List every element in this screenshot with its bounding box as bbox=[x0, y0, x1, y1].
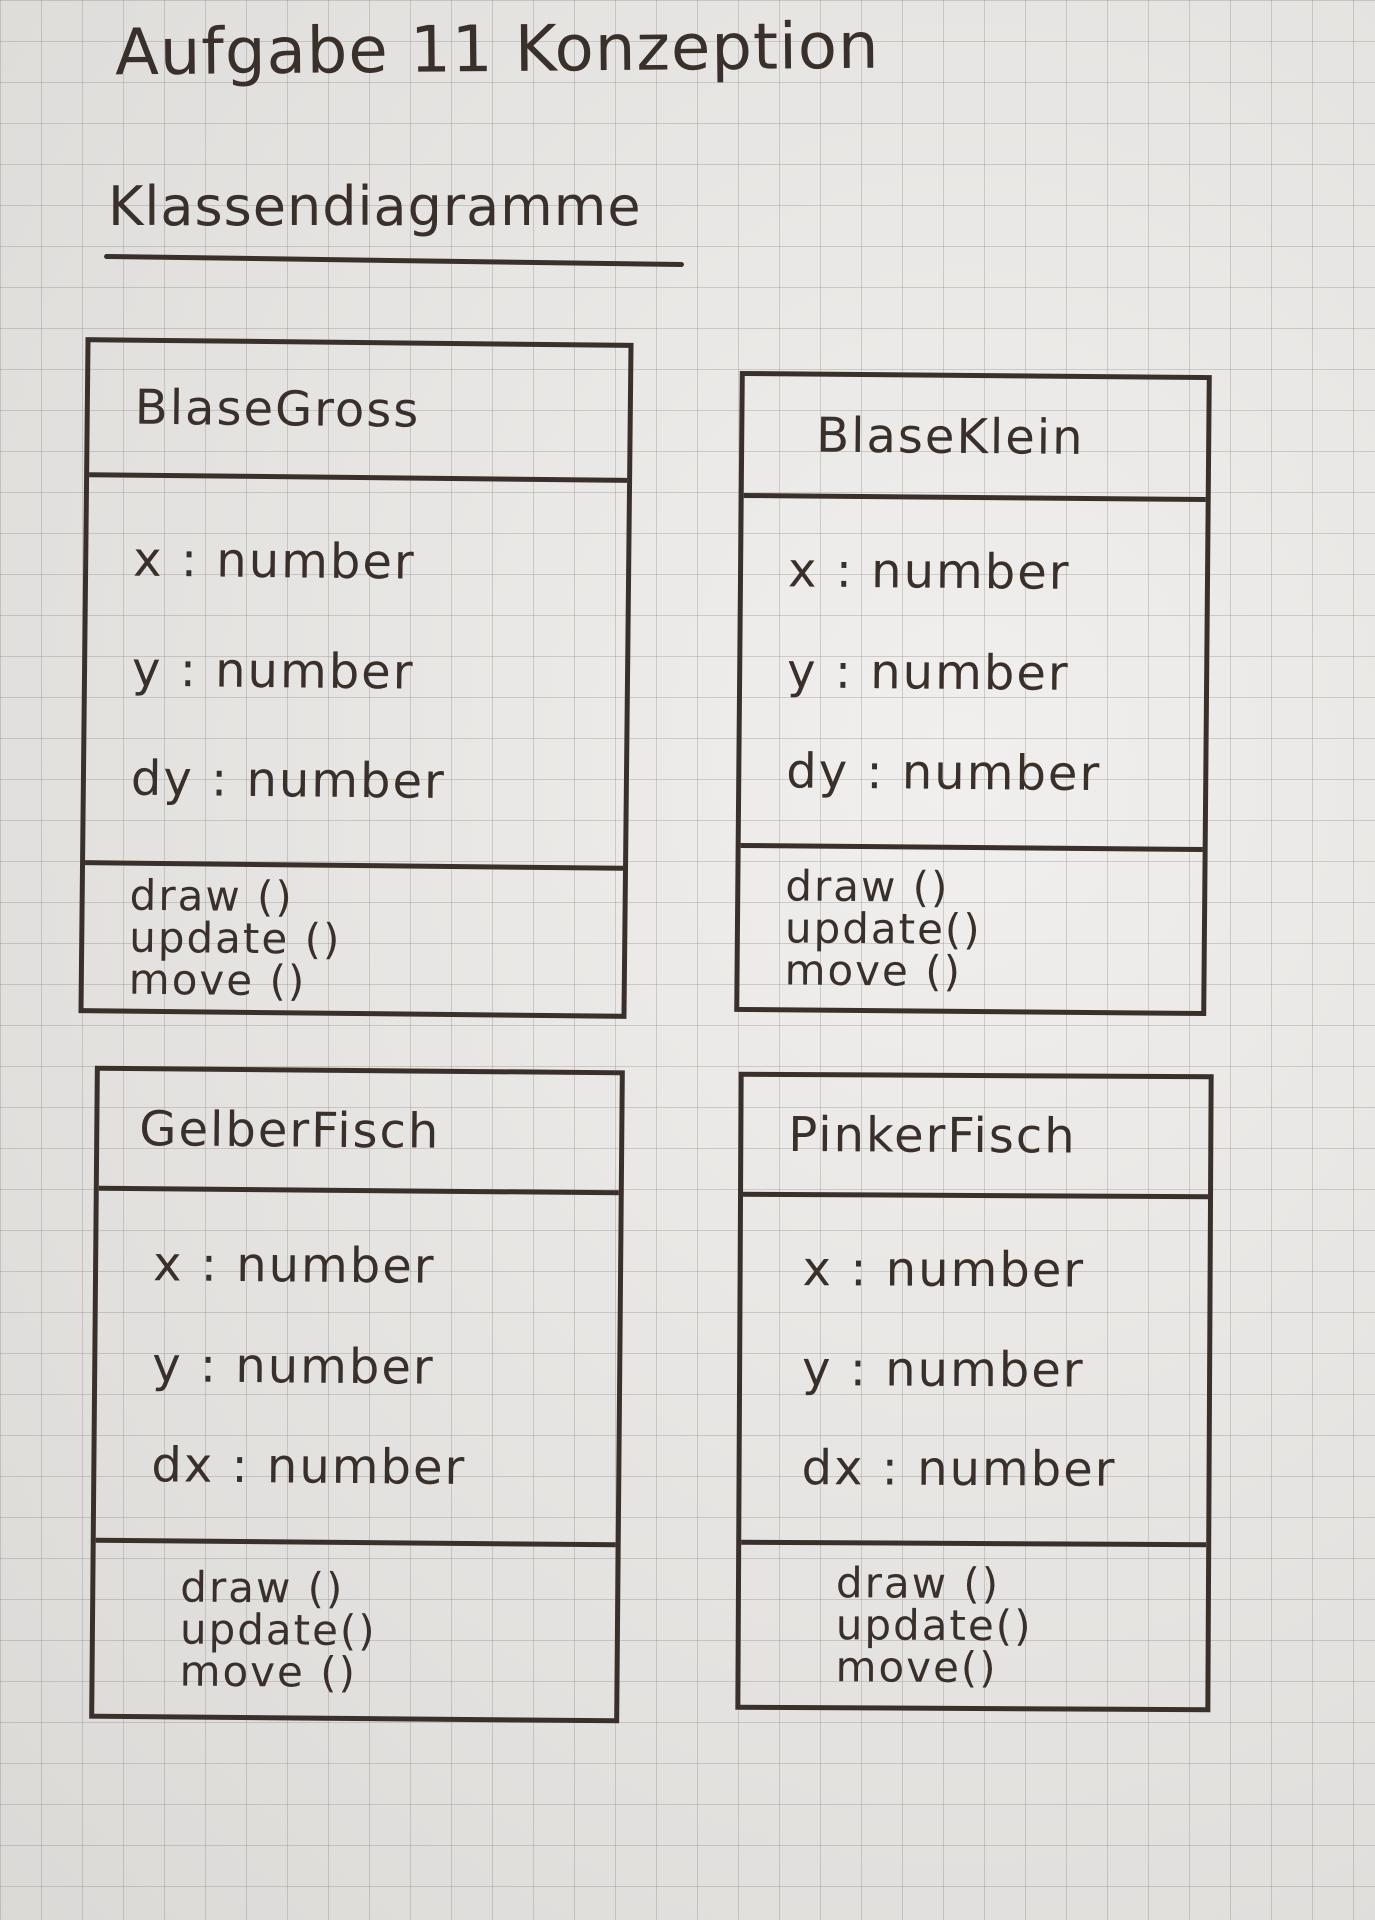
attribute-x: x : number bbox=[802, 1240, 1086, 1299]
section-heading: Klassendiagramme bbox=[108, 175, 642, 238]
attribute-x: x : number bbox=[152, 1235, 436, 1295]
attribute-dy: dy : number bbox=[130, 750, 447, 811]
attributes-compartment: x : number y : number dy : number bbox=[740, 497, 1206, 853]
attribute-y: y : number bbox=[801, 1340, 1085, 1399]
attribute-x: x : number bbox=[787, 542, 1071, 602]
method-move: move () bbox=[128, 954, 307, 1005]
method-move: move() bbox=[835, 1642, 998, 1693]
class-name: GelberFisch bbox=[139, 1100, 441, 1160]
attribute-dx: dx : number bbox=[151, 1437, 467, 1497]
methods-compartment: draw () update() move () bbox=[94, 1543, 615, 1719]
class-name: BlaseKlein bbox=[816, 407, 1085, 466]
attribute-y: y : number bbox=[131, 641, 415, 701]
class-box-pinker-fisch: PinkerFisch x : number y : number dx : n… bbox=[735, 1071, 1214, 1713]
class-name: PinkerFisch bbox=[788, 1106, 1077, 1165]
class-name-compartment: BlaseGross bbox=[89, 342, 629, 483]
attributes-compartment: x : number y : number dx : number bbox=[741, 1196, 1209, 1548]
class-name-compartment: BlaseKlein bbox=[743, 375, 1207, 503]
class-name-compartment: PinkerFisch bbox=[743, 1076, 1209, 1200]
methods-compartment: draw () update() move () bbox=[739, 848, 1202, 1011]
attribute-y: y : number bbox=[152, 1336, 435, 1396]
method-move: move () bbox=[784, 944, 963, 996]
attribute-y: y : number bbox=[786, 642, 1070, 702]
methods-compartment: draw () update() move() bbox=[740, 1545, 1206, 1707]
attribute-dy: dy : number bbox=[786, 743, 1102, 802]
attributes-compartment: x : number y : number dx : number bbox=[95, 1190, 619, 1548]
class-name: BlaseGross bbox=[134, 379, 421, 439]
attribute-dx: dx : number bbox=[801, 1440, 1117, 1498]
class-box-blase-klein: BlaseKlein x : number y : number dy : nu… bbox=[734, 370, 1212, 1017]
class-name-compartment: GelberFisch bbox=[98, 1070, 620, 1196]
class-box-blase-gross: BlaseGross x : number y : number dy : nu… bbox=[78, 337, 634, 1019]
attribute-x: x : number bbox=[132, 531, 416, 591]
section-heading-underline bbox=[103, 253, 685, 268]
class-box-gelber-fisch: GelberFisch x : number y : number dx : n… bbox=[89, 1065, 625, 1724]
method-move: move () bbox=[179, 1645, 358, 1697]
page-title: Aufgabe 11 Konzeption bbox=[114, 9, 880, 91]
methods-compartment: draw () update () move () bbox=[84, 865, 623, 1014]
attributes-compartment: x : number y : number dy : number bbox=[85, 477, 628, 871]
